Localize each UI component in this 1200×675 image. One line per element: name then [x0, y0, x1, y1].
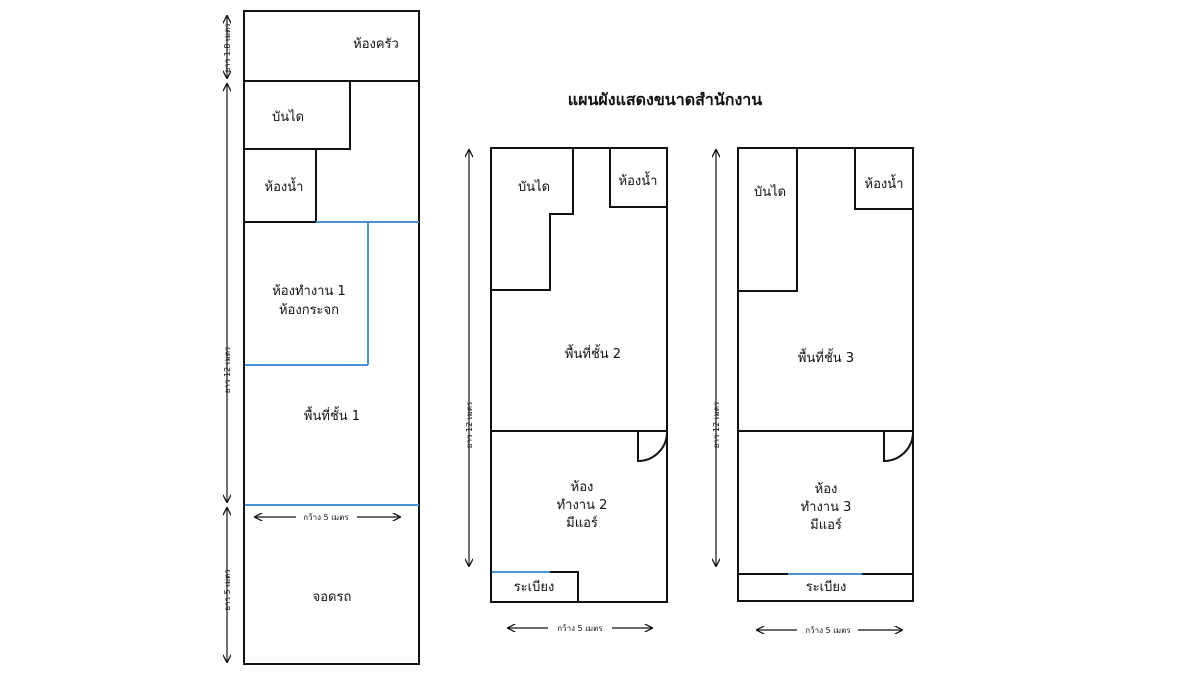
plan2-floor-label: พื้นที่ชั้น 2 [565, 344, 621, 362]
plan1-parking-label: จอดรถ [313, 590, 352, 605]
plan1-office-label-2: ห้องกระจก [279, 303, 339, 318]
plan2-office-label-2: ทำงาน 2 [557, 498, 608, 513]
plan1-bathroom-label: ห้องน้ำ [265, 177, 304, 195]
plan2-office-label-3: มีแอร์ [566, 515, 598, 531]
plan2-balcony-label: ระเบียง [514, 579, 555, 595]
plan3-office-label-2: ทำงาน 3 [801, 500, 852, 515]
plan1-office-label-1: ห้องทำงาน 1 [272, 284, 346, 299]
plan3-dim-width: กว้าง 5 เมตร [805, 626, 851, 635]
plan2-door [637, 431, 668, 463]
plan3-stairs-room [737, 147, 798, 292]
plan2-dimensions [469, 150, 652, 628]
plan3-bathroom-label: ห้องน้ำ [865, 174, 904, 192]
plan3-office-label-3: มีแอร์ [810, 517, 842, 533]
plan2-bathroom-room [609, 147, 668, 208]
plan-floor-2 [490, 147, 668, 603]
plan2-balcony-wall [550, 571, 579, 602]
plan1-dim-main: ยาว 12 เมตร [223, 346, 232, 393]
plan1-dim-kitchen: ยาว 1.8 เมตร [223, 23, 232, 73]
plan1-dim-parking: ยาว 5 เมตร [223, 569, 232, 611]
plan3-balcony-label: ระเบียง [806, 579, 847, 595]
plan3-dim-length: ยาว 12 เมตร [712, 401, 721, 448]
plan2-dim-length: ยาว 12 เมตร [465, 401, 474, 448]
plan2-bathroom-label: ห้องน้ำ [619, 171, 658, 189]
plan-floor-3 [737, 147, 914, 602]
plan2-stairs-label: บันได [518, 179, 550, 195]
plan3-bathroom-room [854, 147, 914, 210]
plan1-outline [243, 10, 420, 665]
plan1-glass-walls [245, 221, 419, 506]
plan1-kitchen-label: ห้องครัว [353, 37, 399, 52]
plan3-stairs-label: บันได [754, 184, 786, 200]
plan3-door [883, 431, 914, 463]
plan2-stairs-wall [491, 148, 574, 291]
plan2-outline [490, 147, 668, 603]
plan3-floor-label: พื้นที่ชั้น 3 [798, 348, 854, 366]
plan3-dimensions [716, 150, 902, 630]
plan-floor-1 [243, 10, 420, 665]
plan1-dimensions [227, 16, 400, 662]
plan3-outline [737, 147, 914, 602]
page-title: แผนผังแสดงขนาดสำนักงาน [568, 90, 763, 109]
plan1-dim-width: กว้าง 5 เมตร [303, 513, 349, 522]
plan2-dim-width: กว้าง 5 เมตร [557, 624, 603, 633]
plan1-stairs-label: บันได [272, 109, 304, 125]
plan2-office-label-1: ห้อง [571, 480, 594, 495]
plan3-office-label-1: ห้อง [815, 482, 838, 497]
plan1-floor-label: พื้นที่ชั้น 1 [304, 406, 360, 424]
